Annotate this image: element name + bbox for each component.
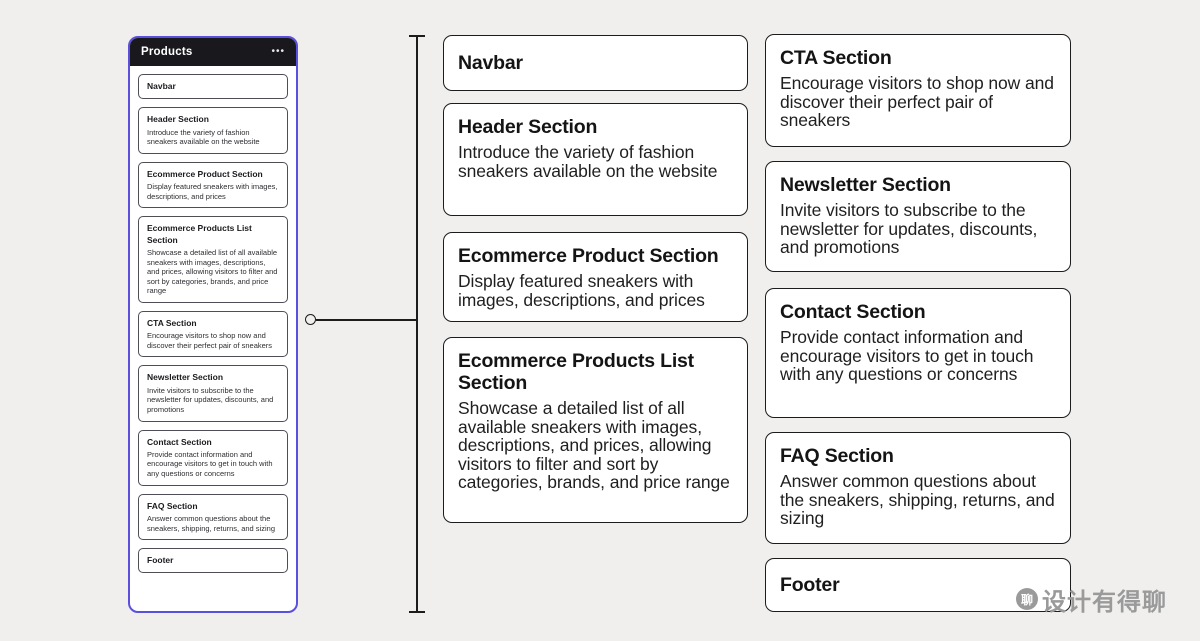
panel-item-title: FAQ Section [147,500,198,511]
card-description: Showcase a detailed list of all availabl… [458,398,730,493]
panel-item-header-section[interactable]: Header Section Introduce the variety of … [138,107,288,154]
panel-body: Navbar Header Section Introduce the vari… [130,66,296,582]
card-ecommerce-product-section[interactable]: Ecommerce Product Section Display featur… [443,232,748,322]
panel-item-description: Showcase a detailed list of all availabl… [147,248,278,296]
card-faq-section[interactable]: FAQ Section Answer common questions abou… [765,432,1071,544]
card-newsletter-section[interactable]: Newsletter Section Invite visitors to su… [765,161,1071,272]
connector-horizontal-line [316,319,417,321]
panel-item-footer[interactable]: Footer [138,548,288,574]
panel-item-description: Answer common questions about the sneake… [147,513,275,533]
panel-item-description: Invite visitors to subscribe to the news… [147,385,274,414]
panel-item-title: Footer [147,555,174,566]
card-title: CTA Section [780,47,892,69]
card-header-section[interactable]: Header Section Introduce the variety of … [443,103,748,216]
card-title: Contact Section [780,301,926,323]
panel-item-ecommerce-products-list-section[interactable]: Ecommerce Products List Section Showcase… [138,216,288,303]
card-description: Introduce the variety of fashion sneaker… [458,142,718,181]
panel-item-description: Encourage visitors to shop now and disco… [147,331,273,350]
panel-item-title: Contact Section [147,436,212,447]
card-description: Answer common questions about the sneake… [780,471,1055,529]
panel-item-title: CTA Section [147,317,197,328]
watermark: 聊 设计有得聊 [1016,585,1167,616]
panel-item-description: Provide contact information and encourag… [147,449,273,478]
panel-item-newsletter-section[interactable]: Newsletter Section Invite visitors to su… [138,365,288,422]
panel-item-cta-section[interactable]: CTA Section Encourage visitors to shop n… [138,310,288,358]
panel-item-title: Header Section [147,114,209,125]
card-ecommerce-products-list-section[interactable]: Ecommerce Products List Section Showcase… [443,337,748,523]
card-description: Invite visitors to subscribe to the news… [780,200,1038,258]
panel-item-faq-section[interactable]: FAQ Section Answer common questions abou… [138,493,288,541]
panel-item-description: Introduce the variety of fashion sneaker… [147,127,260,147]
connector-top-cap [409,35,425,37]
watermark-text: 设计有得聊 [1042,588,1167,616]
card-description: Encourage visitors to shop now and disco… [780,73,1054,131]
card-description: Display featured sneakers with images, d… [458,271,705,310]
card-title: Footer [780,573,840,596]
card-title: Newsletter Section [780,174,951,196]
card-title: Header Section [458,116,598,138]
card-navbar[interactable]: Navbar [443,35,748,91]
connector-node-handle[interactable] [305,314,316,325]
panel-item-title: Navbar [147,81,176,91]
card-description: Provide contact information and encourag… [780,327,1034,385]
card-title: FAQ Section [780,445,894,467]
connector-bottom-cap [409,611,425,613]
panel-item-title: Ecommerce Product Section [147,168,263,179]
card-footer[interactable]: Footer [765,558,1071,612]
card-cta-section[interactable]: CTA Section Encourage visitors to shop n… [765,34,1071,147]
panel-item-title: Newsletter Section [147,372,224,383]
panel-item-title: Ecommerce Products List Section [147,223,252,245]
card-contact-section[interactable]: Contact Section Provide contact informat… [765,288,1071,418]
chat-bubble-logo-icon: 聊 [1016,588,1038,610]
products-panel-header[interactable]: Products ••• [130,38,296,66]
panel-title: Products [141,46,193,58]
card-title: Ecommerce Products List Section [458,350,694,395]
products-panel[interactable]: Products ••• Navbar Header Section Intro… [128,36,298,613]
card-title: Navbar [458,51,523,74]
connector-vertical-line [416,35,418,612]
panel-item-ecommerce-product-section[interactable]: Ecommerce Product Section Display featur… [138,161,288,209]
panel-item-navbar[interactable]: Navbar [138,74,288,100]
panel-item-description: Display featured sneakers with images, d… [147,182,278,201]
ellipsis-menu-icon[interactable]: ••• [271,46,285,57]
card-title: Ecommerce Product Section [458,245,719,267]
panel-item-contact-section[interactable]: Contact Section Provide contact informat… [138,429,288,486]
